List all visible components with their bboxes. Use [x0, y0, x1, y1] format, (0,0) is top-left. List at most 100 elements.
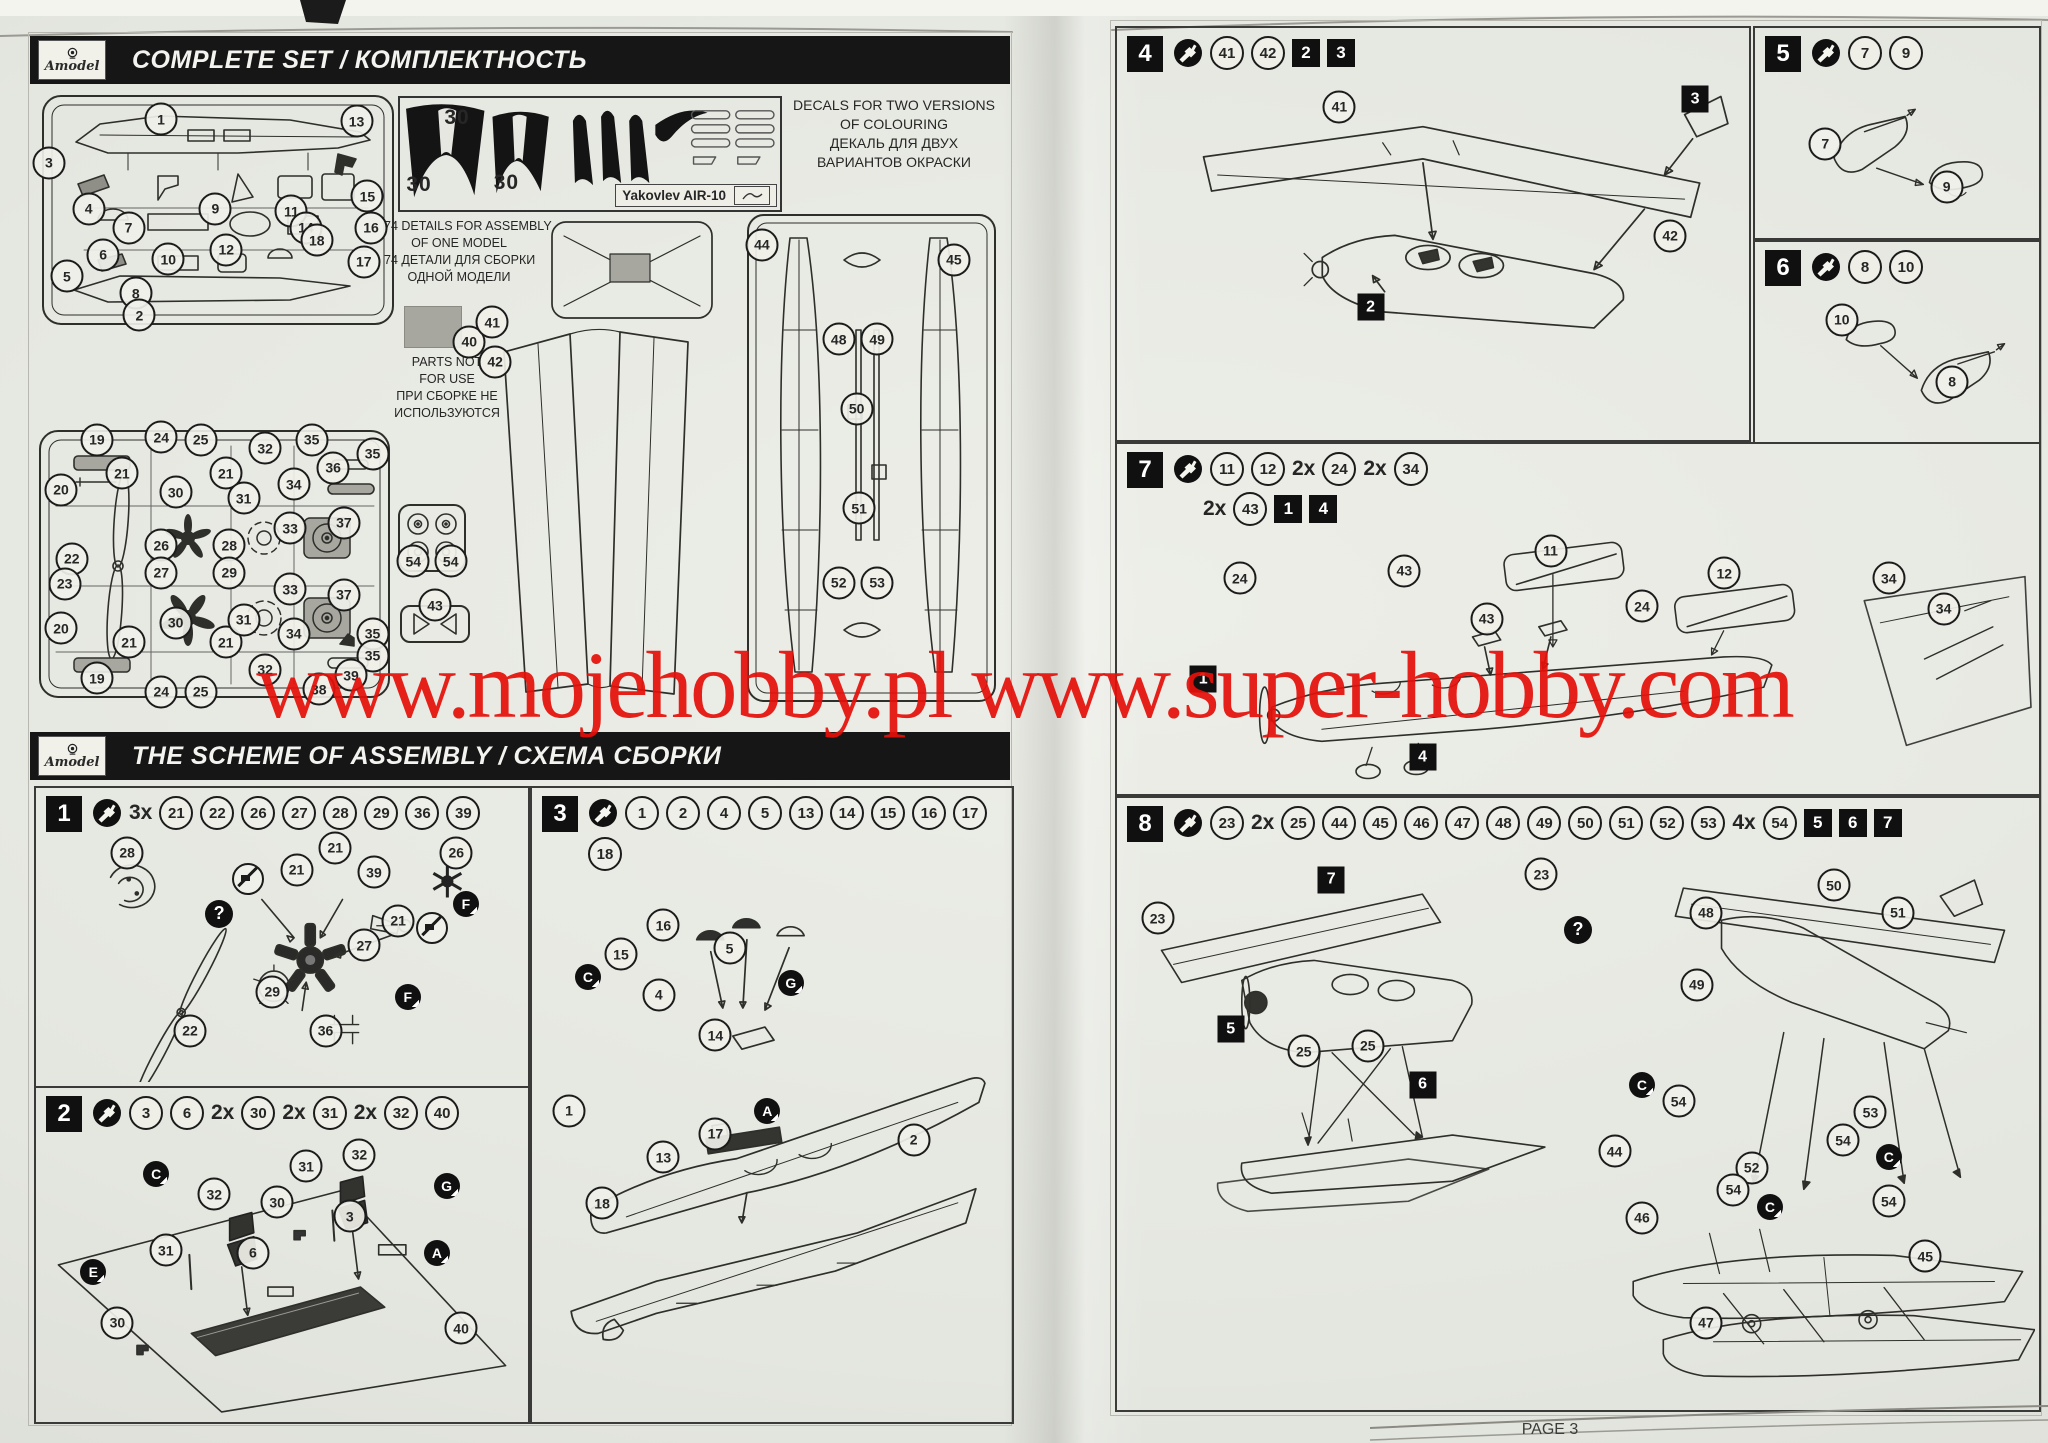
- part-callout: 44: [1598, 1134, 1632, 1168]
- assembly-callout: 3: [1681, 85, 1709, 113]
- part-callout: 54: [1716, 1173, 1750, 1207]
- no-glue-icon: [416, 912, 449, 945]
- complete-set-header: Amodel COMPLETE SET / КОМПЛЕКТНОСТЬ: [30, 36, 1010, 84]
- paint-callout: C: [1875, 1143, 1902, 1170]
- part-callout: 24: [1625, 589, 1659, 623]
- part-number: 21: [159, 796, 194, 830]
- part-number: 6: [170, 1096, 204, 1130]
- part-callout: 29: [255, 975, 289, 1009]
- wing-sprue-art: [503, 221, 713, 695]
- part-callout: 24: [1223, 561, 1257, 595]
- part-callout: 33: [273, 572, 307, 606]
- scan-bottom-edge: [1370, 1405, 2048, 1441]
- part-callout: 9: [1930, 170, 1964, 204]
- part-number: 40: [425, 1096, 460, 1130]
- part-number: 29: [364, 796, 399, 830]
- part-number: 31: [312, 1096, 347, 1130]
- part-number: 53: [1691, 806, 1726, 840]
- part-callout: 22: [173, 1014, 207, 1048]
- part-callout: 24: [144, 420, 178, 454]
- part-callout: 35: [356, 437, 390, 471]
- part-callout: 21: [112, 625, 146, 659]
- step-number: 5: [1765, 36, 1801, 72]
- glue-icon: [1811, 38, 1841, 68]
- part-callout: 21: [105, 456, 139, 490]
- decal-plane-name: Yakovlev AIR-10: [622, 188, 726, 203]
- part-callout: 43: [418, 588, 452, 622]
- part-number: 7: [1848, 36, 1882, 70]
- part-number: 43: [1233, 492, 1268, 526]
- multiplier: 3x: [129, 801, 153, 824]
- assembly-callout: 6: [1409, 1071, 1437, 1099]
- multiplier: 2x: [211, 1101, 235, 1124]
- assembly-callout: 1: [1189, 665, 1217, 693]
- part-number: 30: [241, 1096, 276, 1130]
- part-callout: 14: [698, 1018, 732, 1052]
- part-callout: 38: [302, 672, 336, 706]
- part-number: 25: [1281, 806, 1316, 840]
- part-number: 34: [1393, 452, 1428, 486]
- part-callout: 19: [80, 423, 114, 457]
- multiplier: 2x: [1292, 457, 1316, 480]
- part-number: 4: [707, 796, 741, 830]
- paint-callout: G: [433, 1172, 460, 1199]
- part-number: 1: [625, 796, 659, 830]
- amodel-logo-icon: [67, 47, 77, 59]
- float-sprue-art: [747, 214, 996, 702]
- part-callout: 15: [350, 179, 384, 213]
- part-callout: 41: [1322, 90, 1356, 124]
- page-label: PAGE 3: [1521, 1421, 1579, 1438]
- part-callout: 18: [300, 223, 334, 257]
- part-number: 50: [1568, 806, 1603, 840]
- part-callout: 43: [1470, 602, 1504, 636]
- question-icon: ?: [1564, 915, 1592, 944]
- part-number: 24: [1322, 452, 1357, 486]
- part-callout: 54: [396, 544, 430, 578]
- part-callout: 7: [112, 211, 145, 245]
- part-callout: 49: [1680, 968, 1714, 1002]
- decal-brand-logo-icon: [742, 192, 763, 200]
- decal-plane-label: Yakovlev AIR-10: [615, 184, 777, 207]
- amodel-logo-text: Amodel: [44, 59, 100, 74]
- glue-icon: [588, 798, 618, 828]
- part-callout: 53: [1853, 1095, 1887, 1129]
- no-glue-icon: [232, 863, 265, 896]
- part-number: 32: [384, 1096, 419, 1130]
- part-callout: 16: [646, 908, 680, 942]
- decal-art: [406, 104, 775, 198]
- glue-icon: [92, 798, 122, 828]
- part-number: 13: [789, 796, 823, 830]
- part-callout: 43: [1387, 554, 1421, 588]
- part-number: 12: [1251, 452, 1285, 486]
- part-callout: 32: [197, 1177, 231, 1211]
- not-for-use-swatch: [404, 306, 462, 348]
- part-callout: 24: [144, 675, 178, 709]
- glue-icon: [1173, 38, 1203, 68]
- amodel-logo-icon: [67, 743, 77, 755]
- part-callout: 48: [1689, 896, 1723, 930]
- part-callout: 16: [354, 211, 388, 245]
- part-callout: 27: [347, 928, 381, 962]
- part-callout: 25: [184, 423, 218, 457]
- part-callout: 51: [842, 491, 876, 525]
- multiplier: 4x: [1732, 811, 1756, 834]
- assembly-ref: 5: [1803, 809, 1832, 837]
- part-callout: 23: [1524, 857, 1558, 891]
- assembly-callout: 5: [1217, 1015, 1245, 1043]
- part-callout: 11: [1534, 534, 1568, 568]
- part-callout: 5: [713, 931, 747, 965]
